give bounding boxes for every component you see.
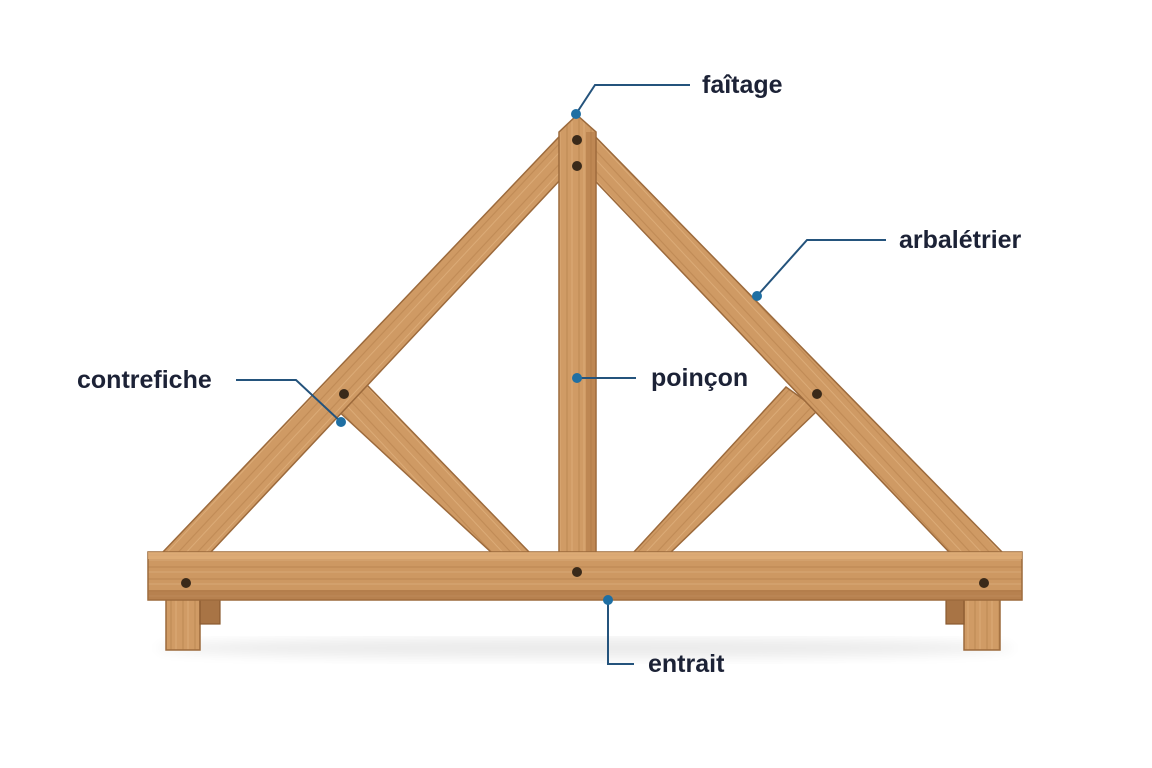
- leader-faitage: [571, 84, 690, 119]
- bolt: [979, 578, 989, 588]
- left-rafter: [160, 116, 578, 554]
- ground-shadow: [155, 638, 1015, 658]
- label-contrefiche: contrefiche: [77, 366, 212, 394]
- label-entrait: entrait: [648, 650, 725, 678]
- leader-arbaletrier: [752, 239, 886, 301]
- bolt: [572, 161, 582, 171]
- tie-beam: [147, 551, 1023, 601]
- leader-contrefiche: [236, 379, 346, 427]
- bolt: [181, 578, 191, 588]
- right-support-post: [945, 597, 1001, 651]
- left-support-post: [165, 597, 221, 651]
- bolt: [339, 389, 349, 399]
- label-faitage: faîtage: [702, 71, 783, 99]
- leader-poincon: [572, 373, 636, 383]
- bolt: [572, 567, 582, 577]
- label-poincon: poinçon: [651, 364, 748, 392]
- bolts: [181, 135, 989, 588]
- bolt: [812, 389, 822, 399]
- label-arbaletrier: arbalétrier: [899, 226, 1022, 254]
- king-post-shade: [586, 132, 596, 555]
- left-strut: [333, 384, 532, 554]
- bolt: [572, 135, 582, 145]
- right-strut: [631, 386, 820, 554]
- right-rafter: [576, 116, 1005, 554]
- leader-entrait: [603, 595, 634, 665]
